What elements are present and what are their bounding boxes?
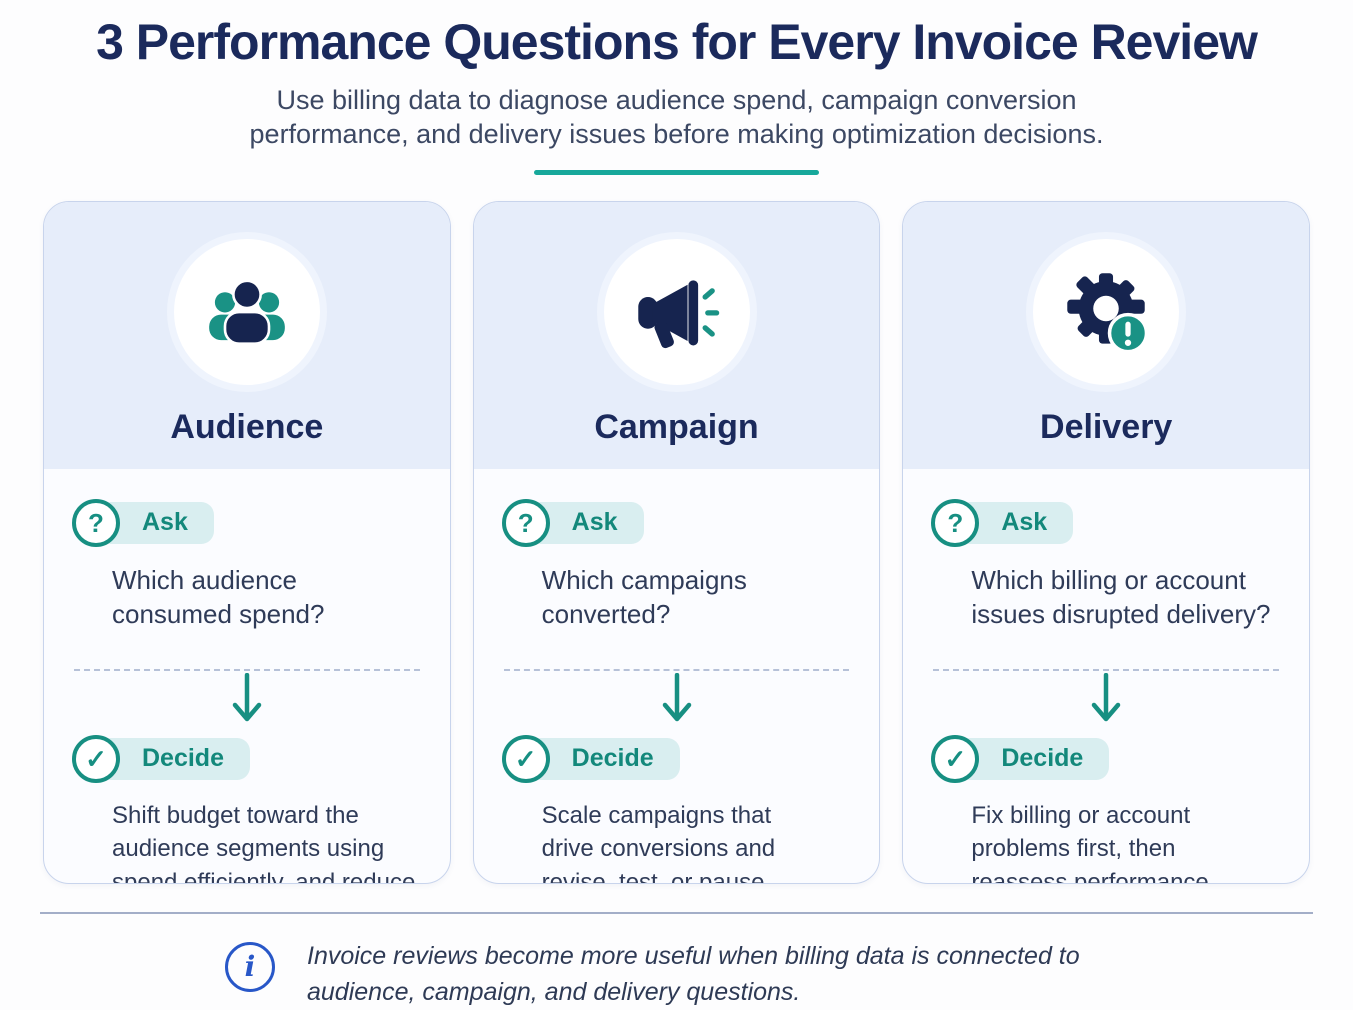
down-arrow-icon xyxy=(1091,672,1121,721)
people-group-icon xyxy=(208,279,285,345)
info-icon: i xyxy=(225,941,275,992)
dashed-divider xyxy=(933,668,1280,671)
decide-pill-label: Decide xyxy=(98,737,250,780)
ask-badge: Ask ? xyxy=(501,498,852,547)
card-audience-header: Audience xyxy=(44,201,450,469)
card-audience-body: Ask ? Which audience consumed spend? Dec… xyxy=(44,469,450,884)
gear-alert-icon xyxy=(1067,272,1149,353)
divider-arrow xyxy=(502,668,852,735)
decide-badge: Decide ✓ xyxy=(72,734,422,783)
divider-arrow xyxy=(72,668,422,735)
campaign-icon-circle xyxy=(596,231,757,392)
divider-arrow xyxy=(931,668,1281,735)
down-arrow-icon xyxy=(232,672,262,721)
dashed-divider xyxy=(74,668,420,671)
megaphone-icon xyxy=(637,279,719,348)
audience-question: Which audience consumed spend? xyxy=(112,564,325,629)
campaign-decision: Scale campaigns that drive conversions a… xyxy=(541,801,776,884)
campaign-question: Which campaigns converted? xyxy=(541,564,747,629)
cards-row: Audience Ask ? Which audience consumed s… xyxy=(0,200,1353,884)
question-mark-icon: ? xyxy=(931,498,980,547)
decide-pill-label: Decide xyxy=(527,737,680,780)
decide-badge: Decide ✓ xyxy=(931,734,1281,783)
card-campaign-title: Campaign xyxy=(594,407,759,446)
card-campaign: Campaign Ask ? Which campaigns converted… xyxy=(472,200,881,884)
decide-pill-label: Decide xyxy=(957,737,1110,780)
checkmark-icon: ✓ xyxy=(931,734,980,783)
down-arrow-icon xyxy=(662,672,691,721)
card-campaign-body: Ask ? Which campaigns converted? Decide … xyxy=(474,469,880,884)
ask-badge: Ask ? xyxy=(931,498,1281,547)
footer: i Invoice reviews become more useful whe… xyxy=(40,911,1313,1010)
card-audience-title: Audience xyxy=(170,407,324,446)
dashed-divider xyxy=(503,668,850,671)
card-audience: Audience Ask ? Which audience consumed s… xyxy=(43,200,451,884)
audience-decision: Shift budget toward the audience segment… xyxy=(112,801,416,884)
card-delivery-title: Delivery xyxy=(1040,407,1173,446)
delivery-decision: Fix billing or account problems first, t… xyxy=(971,801,1209,884)
footer-note-row: i Invoice reviews become more useful whe… xyxy=(225,938,1313,1010)
card-delivery-body: Ask ? Which billing or account issues di… xyxy=(903,469,1309,884)
question-mark-icon: ? xyxy=(501,498,550,547)
checkmark-icon: ✓ xyxy=(501,734,550,783)
ask-badge: Ask ? xyxy=(72,498,422,547)
card-delivery: Delivery Ask ? Which billing or account … xyxy=(902,200,1311,884)
card-delivery-header: Delivery xyxy=(903,201,1310,469)
audience-icon-circle xyxy=(166,231,327,392)
checkmark-icon: ✓ xyxy=(72,734,120,783)
decide-badge: Decide ✓ xyxy=(501,734,852,783)
page-subtitle: Use billing data to diagnose audience sp… xyxy=(249,84,1104,150)
page-title: 3 Performance Questions for Every Invoic… xyxy=(96,14,1258,70)
question-mark-icon: ? xyxy=(72,498,120,547)
header: 3 Performance Questions for Every Invoic… xyxy=(0,0,1353,175)
footer-divider xyxy=(40,911,1313,914)
footer-note: Invoice reviews become more useful when … xyxy=(307,941,1080,1006)
teal-underline-rule xyxy=(534,169,819,175)
delivery-question: Which billing or account issues disrupte… xyxy=(971,564,1271,629)
card-campaign-header: Campaign xyxy=(473,201,880,469)
delivery-icon-circle xyxy=(1026,231,1187,392)
ask-pill-label: Ask xyxy=(98,501,214,544)
